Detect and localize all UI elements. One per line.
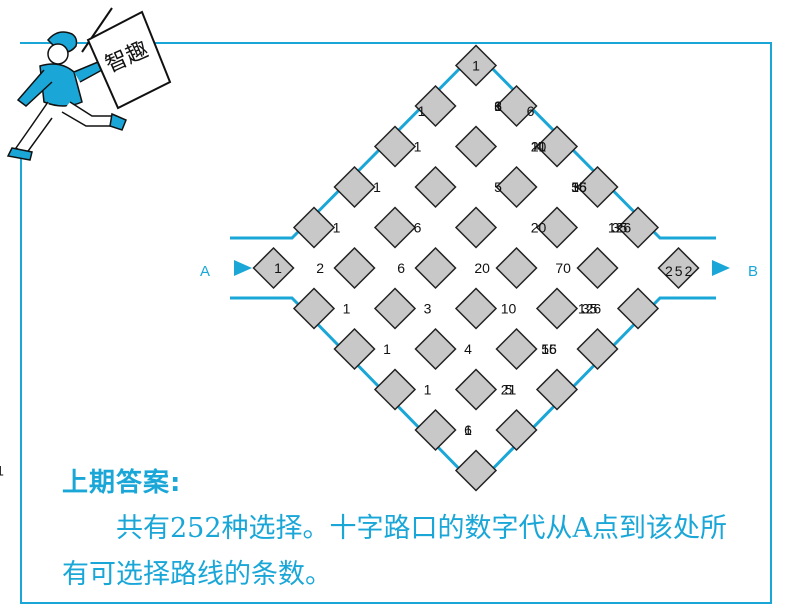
answer-body: 共有252种选择。十字路口的数字代从A点到该处所有可选择路线的条数。 bbox=[62, 513, 728, 590]
path-count-label: 1 bbox=[418, 103, 426, 119]
grid-tile bbox=[657, 246, 700, 290]
content-frame-left-edge bbox=[20, 150, 22, 604]
path-count-label: 1 bbox=[343, 301, 351, 317]
grid-tile bbox=[454, 449, 498, 492]
grid-tile bbox=[414, 84, 457, 128]
grid-tile bbox=[495, 327, 538, 371]
path-count-label: 5 bbox=[494, 179, 502, 195]
grid-tile bbox=[535, 368, 579, 411]
start-label: A bbox=[200, 263, 210, 280]
end-count-label: 252 bbox=[665, 263, 694, 279]
mascot-illustration: 智趣 bbox=[6, 7, 172, 161]
path-count-label: 20 bbox=[474, 260, 490, 276]
grid-tile bbox=[454, 206, 498, 249]
path-count-label: 1 bbox=[333, 220, 341, 236]
grid-tile bbox=[535, 287, 579, 330]
grid-tile bbox=[333, 327, 376, 371]
badge-sign: 智趣 bbox=[81, 7, 172, 110]
path-count-label: 10 bbox=[531, 139, 547, 155]
runner-icon bbox=[6, 31, 127, 161]
path-count-label: 15 bbox=[571, 179, 587, 195]
path-count-label: 35 bbox=[582, 301, 598, 317]
grid-tile bbox=[495, 408, 538, 452]
path-count-label: 3 bbox=[424, 301, 432, 317]
grid-tile bbox=[414, 327, 457, 371]
grid-tile bbox=[576, 327, 619, 371]
path-count-label: 6 bbox=[527, 103, 535, 119]
path-count-label: 1 bbox=[414, 139, 422, 155]
path-count-label: 2 bbox=[316, 260, 324, 276]
grid-tile bbox=[333, 165, 376, 209]
path-count-label: 6 bbox=[414, 220, 422, 236]
path-count-label: 4 bbox=[464, 341, 472, 357]
start-arrow-icon bbox=[234, 260, 252, 276]
path-count-label: 1 bbox=[0, 463, 4, 479]
path-count-label: 6 bbox=[464, 422, 472, 438]
grid-tile bbox=[535, 125, 579, 168]
grid-tile bbox=[454, 44, 498, 87]
path-count-label: 1 bbox=[373, 179, 381, 195]
grid-tile bbox=[373, 368, 417, 411]
path-count-label: 70 bbox=[555, 260, 571, 276]
grid-tile bbox=[616, 206, 660, 249]
end-label: B bbox=[748, 263, 758, 280]
path-count-label: 126 bbox=[608, 220, 632, 236]
path-count-label: 1 bbox=[424, 382, 432, 398]
grid-tile bbox=[576, 246, 619, 290]
path-count-label: 4 bbox=[535, 139, 543, 155]
path-count-label: 6 bbox=[494, 98, 502, 114]
grid-tile bbox=[373, 287, 417, 330]
path-count-label: 5 bbox=[505, 382, 513, 398]
path-count-label: 3 bbox=[494, 98, 502, 114]
grid-tile bbox=[454, 125, 498, 168]
grid-tile bbox=[495, 165, 538, 209]
path-count-label: 126 bbox=[578, 301, 602, 317]
grid-tile bbox=[454, 368, 498, 411]
tile-grid bbox=[252, 44, 700, 492]
path-count-label: 1 bbox=[494, 98, 502, 114]
grid-tile bbox=[333, 246, 376, 290]
path-count-label: 6 bbox=[397, 260, 405, 276]
grid-tile bbox=[292, 287, 336, 330]
grid-tile bbox=[373, 125, 417, 168]
answer-title: 上期答案: bbox=[62, 468, 182, 498]
path-count-label: 21 bbox=[501, 382, 517, 398]
grid-tile bbox=[373, 206, 417, 249]
grid-tile bbox=[616, 287, 660, 330]
path-count-label: 10 bbox=[501, 301, 517, 317]
content-frame bbox=[20, 42, 772, 604]
grid-tile bbox=[414, 246, 457, 290]
path-count-label: 1 bbox=[383, 341, 391, 357]
grid-tile bbox=[252, 246, 295, 290]
diamond-walls bbox=[230, 49, 716, 489]
grid-tile bbox=[495, 246, 538, 290]
path-count-label: 20 bbox=[531, 220, 547, 236]
path-count-label: 35 bbox=[571, 179, 587, 195]
path-count-label: 56 bbox=[541, 341, 557, 357]
path-count-label: 35 bbox=[612, 220, 628, 236]
grid-tile bbox=[414, 408, 457, 452]
path-count-label: 21 bbox=[531, 139, 547, 155]
path-count-label: 15 bbox=[541, 341, 557, 357]
grid-tile bbox=[495, 84, 538, 128]
grid-tile bbox=[292, 206, 336, 249]
path-count-label: 1 bbox=[472, 58, 480, 74]
path-count-label: 1 bbox=[464, 422, 472, 438]
endpoints: A 252 B bbox=[200, 260, 758, 280]
path-count-label: 56 bbox=[571, 179, 587, 195]
grid-tile bbox=[454, 287, 498, 330]
grid-tile bbox=[535, 206, 579, 249]
end-arrow-icon bbox=[712, 260, 730, 276]
grid-tile bbox=[414, 165, 457, 209]
path-count-label: 1 bbox=[274, 260, 282, 276]
grid-tile bbox=[576, 165, 619, 209]
